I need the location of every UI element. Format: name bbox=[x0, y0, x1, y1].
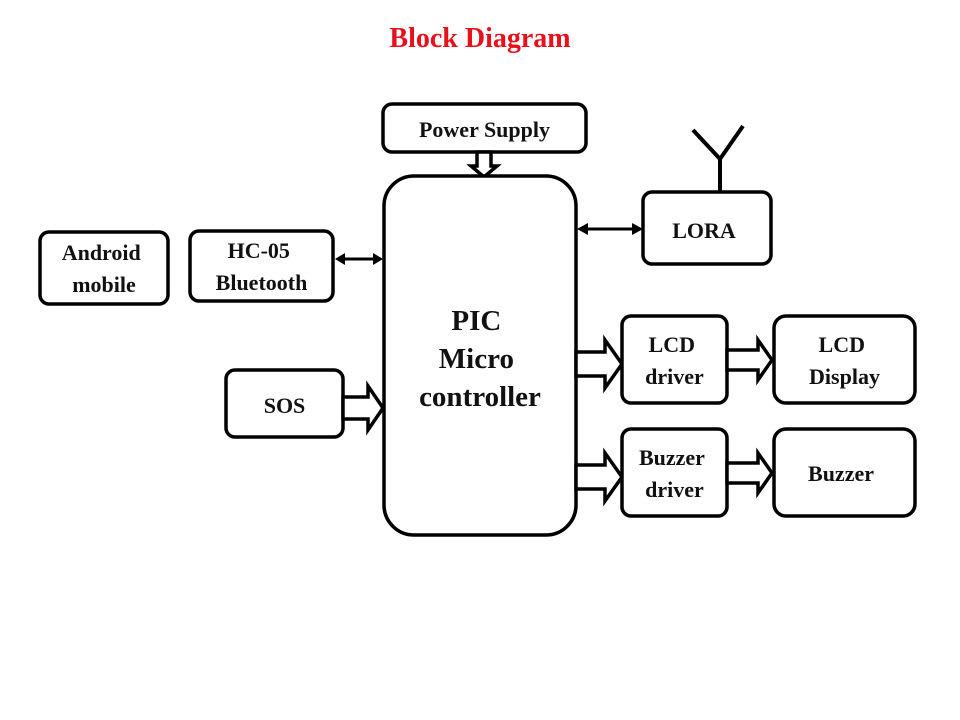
block-lcd-display-label: LCD Display bbox=[809, 332, 880, 389]
lcd-driver-label-line-2: driver bbox=[645, 364, 704, 389]
diagram-title: Block Diagram bbox=[389, 23, 570, 54]
antenna-icon bbox=[691, 124, 745, 192]
arrow-sos-to-mcu bbox=[341, 380, 386, 436]
bluetooth-label-line-2: Bluetooth bbox=[216, 270, 308, 295]
buzzer-driver-label-line-2: driver bbox=[645, 477, 704, 502]
arrow-power-to-mcu bbox=[466, 150, 502, 180]
block-bluetooth-label: HC-05 Bluetooth bbox=[216, 238, 308, 295]
arrow-mcu-to-buzzer-driver bbox=[574, 447, 625, 507]
block-lcd-display: LCD Display bbox=[772, 314, 917, 405]
block-sos-label: SOS bbox=[264, 393, 306, 418]
buzzer-driver-label-line-1: Buzzer bbox=[639, 445, 705, 470]
android-label-line-2: mobile bbox=[72, 272, 136, 297]
lcd-driver-label-line-1: LCD bbox=[649, 332, 695, 357]
arrow-bluetooth-mcu bbox=[335, 253, 383, 265]
block-android-mobile: Android mobile bbox=[38, 230, 170, 306]
block-lcd-driver: LCD driver bbox=[620, 314, 729, 405]
block-buzzer-label: Buzzer bbox=[808, 461, 874, 486]
block-buzzer: Buzzer bbox=[772, 427, 917, 518]
mcu-label-line-2: Micro bbox=[439, 343, 514, 375]
block-power-supply: Power Supply bbox=[381, 102, 588, 154]
arrow-mcu-lora bbox=[577, 223, 643, 235]
block-mcu: PIC Micro controller bbox=[382, 174, 578, 537]
block-sos: SOS bbox=[224, 368, 345, 439]
arrow-lcd-driver-to-display bbox=[725, 334, 775, 386]
mcu-label-line-3: controller bbox=[419, 381, 541, 413]
block-lora: LORA bbox=[641, 190, 773, 266]
lcd-display-label-line-2: Display bbox=[809, 364, 880, 389]
arrow-buzzer-driver-to-buzzer bbox=[725, 447, 775, 499]
block-android-label: Android mobile bbox=[62, 240, 147, 297]
block-lora-label: LORA bbox=[672, 218, 736, 243]
android-label-line-1: Android bbox=[62, 240, 141, 265]
block-mcu-label: PIC Micro controller bbox=[419, 305, 541, 413]
block-lcd-driver-label: LCD driver bbox=[645, 332, 704, 389]
block-buzzer-driver: Buzzer driver bbox=[620, 427, 729, 518]
lcd-display-label-line-1: LCD bbox=[819, 332, 865, 357]
block-bluetooth: HC-05 Bluetooth bbox=[188, 229, 335, 303]
block-power-supply-label: Power Supply bbox=[419, 117, 550, 142]
arrow-mcu-to-lcd-driver bbox=[574, 334, 625, 394]
bluetooth-label-line-1: HC-05 bbox=[228, 238, 290, 263]
block-buzzer-driver-label: Buzzer driver bbox=[639, 445, 710, 502]
mcu-label-line-1: PIC bbox=[451, 305, 501, 337]
